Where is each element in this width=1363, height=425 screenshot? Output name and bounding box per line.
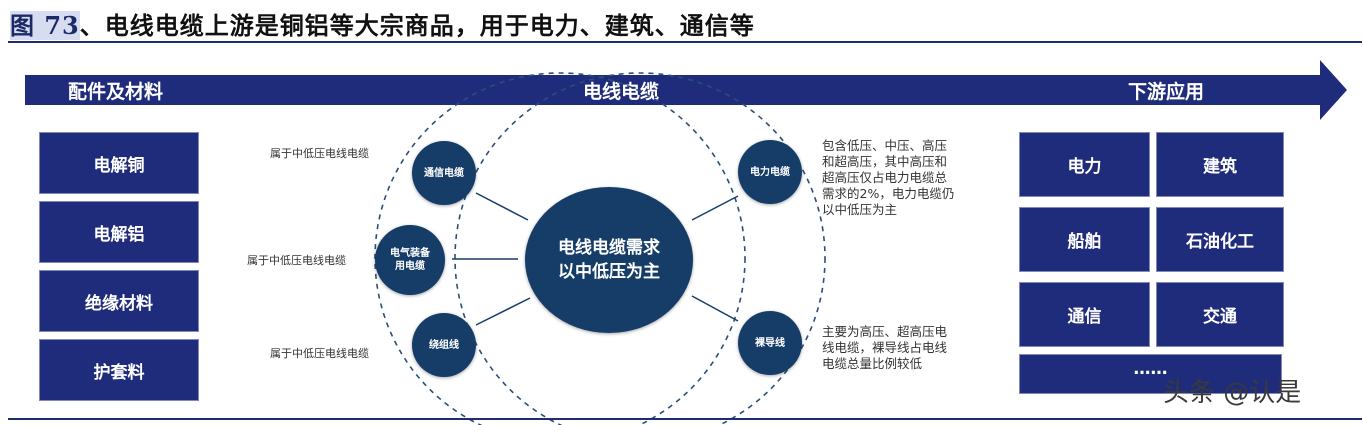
connector-winding (475, 297, 531, 326)
figure-title: 图 73、电线电缆上游是铜铝等大宗商品，用于电力、建筑、通信等 (10, 6, 755, 41)
core-line1: 电线电缆需求 (558, 238, 660, 258)
application-box-construction: 建筑 (1156, 132, 1284, 197)
note-comm: 属于中低压电线电缆 (270, 147, 369, 160)
material-box-sheath: 护套料 (39, 339, 199, 401)
application-box-transport: 交通 (1156, 282, 1284, 347)
application-box-petrochemical: 石油化工 (1156, 207, 1284, 272)
node-equip-line1: 电气装备 (390, 248, 430, 259)
midstream-label: 电线电缆 (583, 81, 660, 103)
connector-power (691, 195, 739, 221)
application-box-more: …… (1019, 354, 1282, 394)
desc-bare-wire: 主要为高压、超高压电 线电缆，裸导线占电线 电缆总量比例较低 (822, 324, 948, 371)
material-box-aluminum: 电解铝 (39, 201, 199, 263)
figure-number: 图 73 (10, 11, 80, 40)
note-equip: 属于中低压电线电缆 (247, 254, 346, 267)
note-winding: 属于中低压电线电缆 (270, 347, 369, 360)
right-dashed-circle (454, 72, 826, 425)
connector-bare (691, 295, 739, 322)
node-comm-cable: 通信电缆 (412, 141, 476, 205)
material-box-copper: 电解铜 (39, 132, 199, 194)
node-power-cable: 电力电缆 (738, 140, 802, 204)
application-box-power: 电力 (1019, 132, 1150, 197)
figure-caption: 、电线电缆上游是铜铝等大宗商品，用于电力、建筑、通信等 (79, 11, 755, 40)
desc-power-cable: 包含低压、中压、高压 和超高压，其中高压和 超高压仅占电力电缆总 需求的2%，电… (822, 138, 955, 217)
flow-arrow (25, 60, 1347, 120)
node-equip-cable: 电气装备 用电缆 (375, 225, 445, 295)
node-equip-line2: 用电缆 (395, 261, 425, 272)
core-line2: 以中低压为主 (558, 262, 660, 282)
node-bare-wire: 裸导线 (738, 311, 802, 375)
connector-comm (475, 192, 529, 221)
application-box-telecom: 通信 (1019, 282, 1150, 347)
bottom-rule (8, 418, 1362, 420)
upstream-label: 配件及材料 (68, 81, 164, 103)
application-box-shipping: 船舶 (1019, 207, 1150, 272)
core-demand-circle: 电线电缆需求 以中低压为主 (525, 187, 693, 333)
watermark: 头条 @认是 (1163, 378, 1302, 408)
downstream-label: 下游应用 (1128, 81, 1205, 103)
top-rule (8, 41, 1362, 43)
node-winding-wire: 绕组线 (412, 313, 476, 377)
material-box-insulation: 绝缘材料 (39, 270, 199, 332)
